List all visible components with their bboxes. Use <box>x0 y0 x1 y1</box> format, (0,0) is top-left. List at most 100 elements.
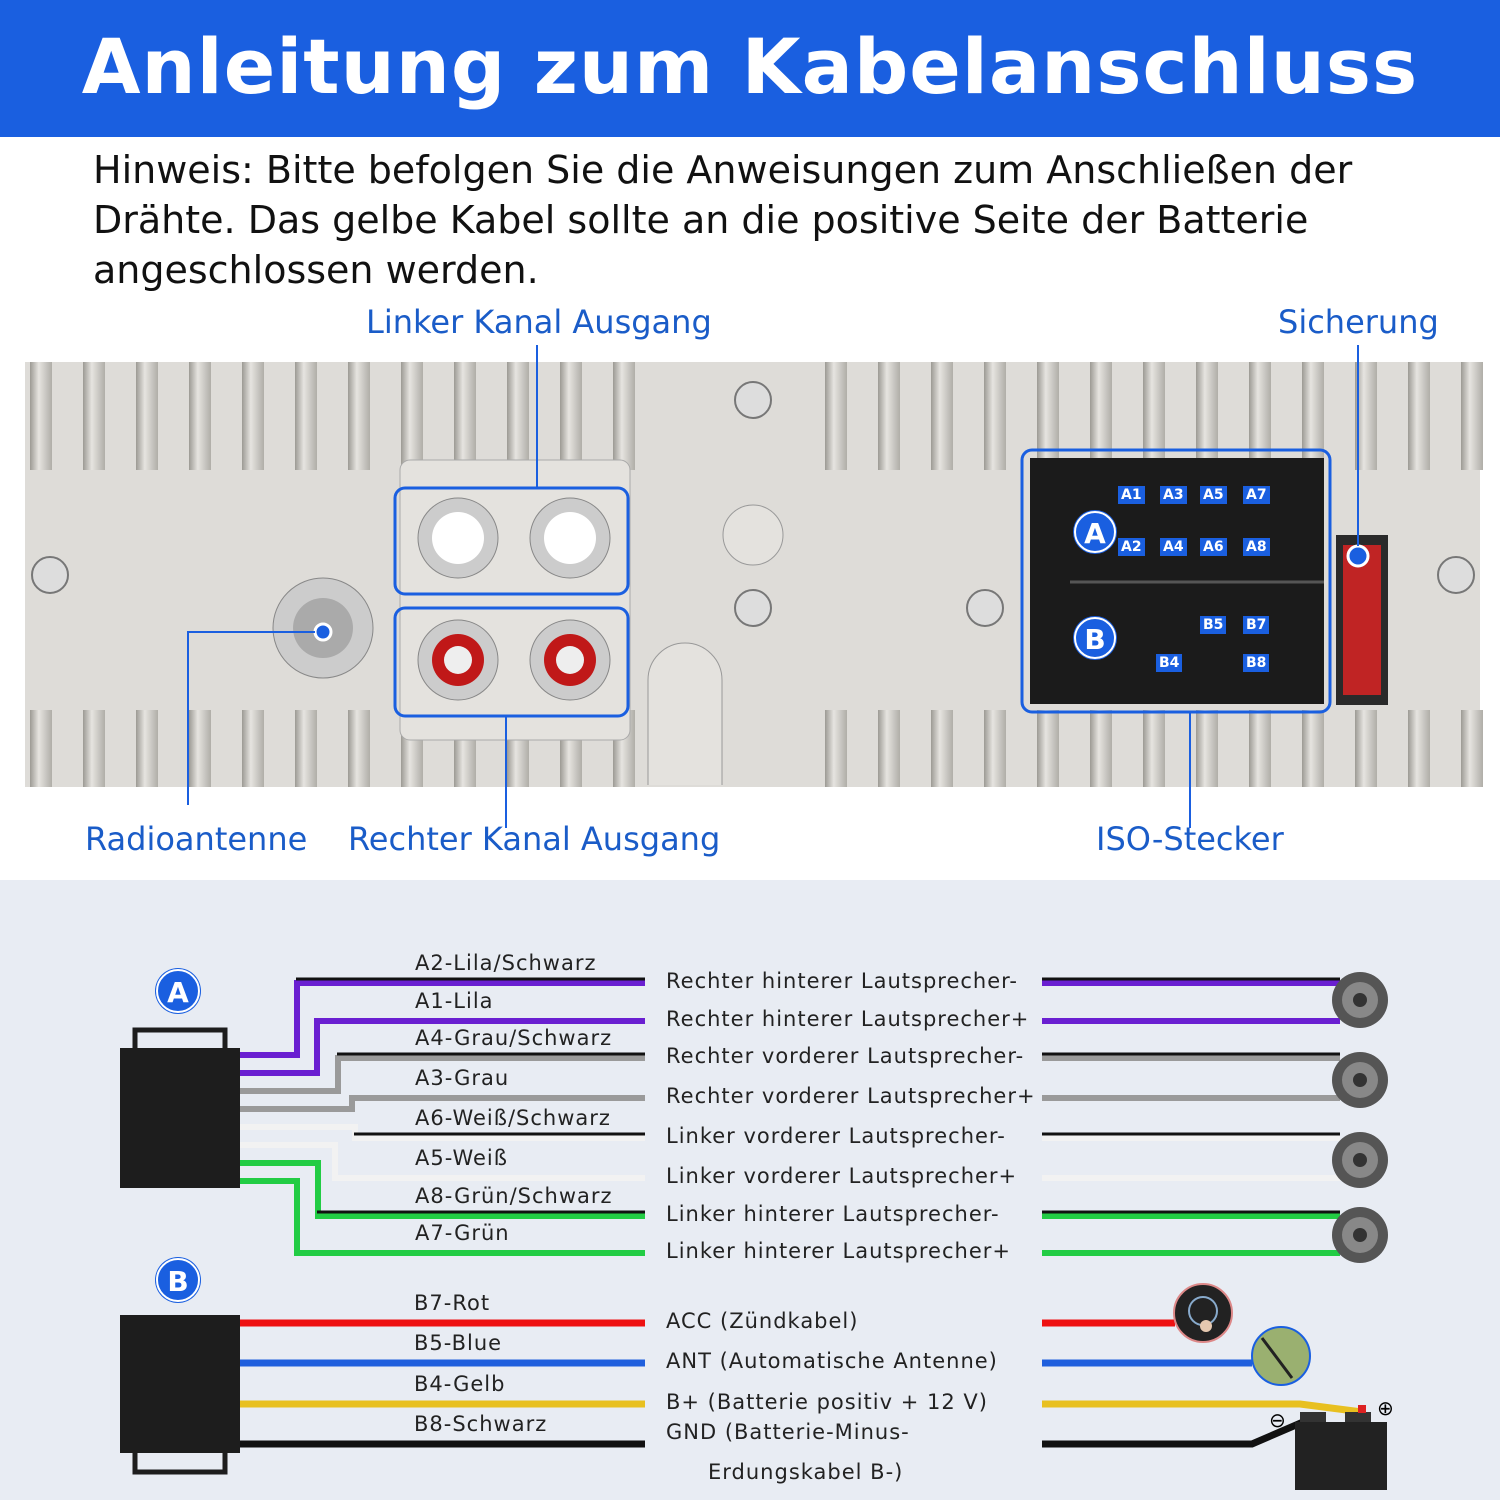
heatsink-fin <box>1355 362 1377 470</box>
heatsink-fin <box>189 362 211 470</box>
rca-left-white-1 <box>417 497 499 579</box>
iso-pin-label: A5 <box>1200 486 1227 504</box>
heatsink-fin <box>242 362 264 470</box>
wire-description: Linker vorderer Lautsprecher- <box>666 1124 1006 1148</box>
wire-description: GND (Batterie-Minus- <box>666 1420 910 1444</box>
wire-description: Rechter hinterer Lautsprecher- <box>666 969 1019 993</box>
iso-pin-label: B8 <box>1243 654 1270 672</box>
callout-iso-plug: ISO-Stecker <box>1096 820 1284 858</box>
heatsink-fin <box>1302 362 1324 470</box>
heatsink-fin <box>348 710 370 787</box>
heatsink-fin <box>1408 710 1430 787</box>
wire-a8-grün/schwarz <box>240 1160 645 1219</box>
iso-pin-label: B4 <box>1156 654 1183 672</box>
iso-badge-b: B <box>1074 617 1116 659</box>
callout-radio-antenna: Radioantenne <box>85 820 308 858</box>
heatsink-fin <box>295 362 317 470</box>
callout-fuse: Sicherung <box>1278 303 1439 341</box>
heatsink-fin <box>1037 710 1059 787</box>
heatsink-fin <box>984 362 1006 470</box>
connector-a-block <box>120 1048 240 1188</box>
callout-right-channel-output: Rechter Kanal Ausgang <box>348 820 721 858</box>
rca-left-white-2 <box>529 497 611 579</box>
heatsink-fin <box>30 710 52 787</box>
heatsink-fin <box>931 710 953 787</box>
iso-pin-label: A6 <box>1200 538 1227 556</box>
wire-label: A4-Grau/Schwarz <box>415 1026 613 1050</box>
rca-right-red-2 <box>529 619 611 701</box>
wire-description: Rechter vorderer Lautsprecher- <box>666 1044 1025 1068</box>
wire-right-segment <box>1042 1400 1363 1416</box>
heatsink-fin <box>1249 362 1271 470</box>
wire-a7-grün <box>240 1178 645 1256</box>
heatsink-fin <box>401 362 423 470</box>
wire-label: A2-Lila/Schwarz <box>415 951 597 975</box>
heatsink-fin <box>1355 710 1377 787</box>
heatsink-fin <box>931 362 953 470</box>
heatsink-fin <box>1143 362 1165 470</box>
heatsink-fin <box>1461 710 1483 787</box>
heatsink-fin <box>136 362 158 470</box>
wire-description: Rechter vorderer Lautsprecher+ <box>666 1084 1036 1108</box>
wire-a1-lila <box>240 1018 645 1076</box>
heatsink-fin <box>1196 710 1218 787</box>
iso-connector <box>1020 448 1332 714</box>
iso-pin-label: A3 <box>1160 486 1187 504</box>
iso-pin-label: A8 <box>1243 538 1270 556</box>
wire-label: B4-Gelb <box>414 1372 506 1396</box>
wire-label: A1-Lila <box>415 989 494 1013</box>
wire-a5-weiß <box>240 1142 645 1181</box>
wire-a3-grau <box>240 1095 645 1112</box>
heatsink-fin <box>83 710 105 787</box>
heatsink-fin <box>825 710 847 787</box>
heatsink-fin <box>30 362 52 470</box>
wire-a4-grau/schwarz <box>240 1055 645 1094</box>
wire-description: Linker hinterer Lautsprecher- <box>666 1202 1000 1226</box>
rca-right-red-1 <box>417 619 499 701</box>
heatsink-fin <box>1090 362 1112 470</box>
wire-label: A8-Grün/Schwarz <box>415 1184 613 1208</box>
heatsink-fin <box>242 710 264 787</box>
heatsink-fin <box>1408 362 1430 470</box>
heatsink-fin <box>136 710 158 787</box>
wire-description: Linker hinterer Lautsprecher+ <box>666 1239 1011 1263</box>
iso-pin-label: A1 <box>1118 486 1145 504</box>
wire-label: A7-Grün <box>415 1221 510 1245</box>
heatsink-fin <box>1461 362 1483 470</box>
wire-description: B+ (Batterie positiv + 12 V) <box>666 1390 988 1414</box>
page-title: Anleitung zum Kabelanschluss <box>81 22 1419 111</box>
wire-label: A3-Grau <box>415 1066 510 1090</box>
iso-pin-label: B7 <box>1243 616 1270 634</box>
heatsink-fin <box>878 362 900 470</box>
heatsink-fin <box>560 362 582 470</box>
heatsink-fin <box>1249 710 1271 787</box>
heatsink-fin <box>1302 710 1324 787</box>
speaker-icon <box>1332 1132 1388 1188</box>
ignition-button-icon <box>1173 1283 1233 1343</box>
heatsink-fin <box>189 710 211 787</box>
wire-label: A5-Weiß <box>415 1146 508 1170</box>
speaker-icon <box>1332 1207 1388 1263</box>
heatsink-fin <box>878 710 900 787</box>
speaker-icon <box>1332 1052 1388 1108</box>
heatsink-fin <box>83 362 105 470</box>
wire-description: Rechter hinterer Lautsprecher+ <box>666 1007 1030 1031</box>
battery-minus-icon: ⊖ <box>1269 1408 1286 1432</box>
callout-left-channel-output: Linker Kanal Ausgang <box>366 303 712 341</box>
heatsink-fin <box>507 362 529 470</box>
heatsink-fin <box>1090 710 1112 787</box>
connector-b-badge: B <box>156 1258 200 1302</box>
heatsink-fin <box>1037 362 1059 470</box>
wire-a2-lila/schwarz <box>240 980 645 1058</box>
iso-pin-label: B5 <box>1200 616 1227 634</box>
header-banner <box>0 0 1500 137</box>
wire-description-continued: Erdungskabel B-) <box>708 1460 904 1484</box>
wire-label: B8-Schwarz <box>414 1412 548 1436</box>
wire-description: ACC (Zündkabel) <box>666 1309 859 1333</box>
wire-right-segment <box>1042 1415 1312 1448</box>
heatsink-fin <box>825 362 847 470</box>
connector-a-badge: A <box>156 969 200 1013</box>
heatsink-fin <box>984 710 1006 787</box>
iso-pin-label: A2 <box>1118 538 1145 556</box>
